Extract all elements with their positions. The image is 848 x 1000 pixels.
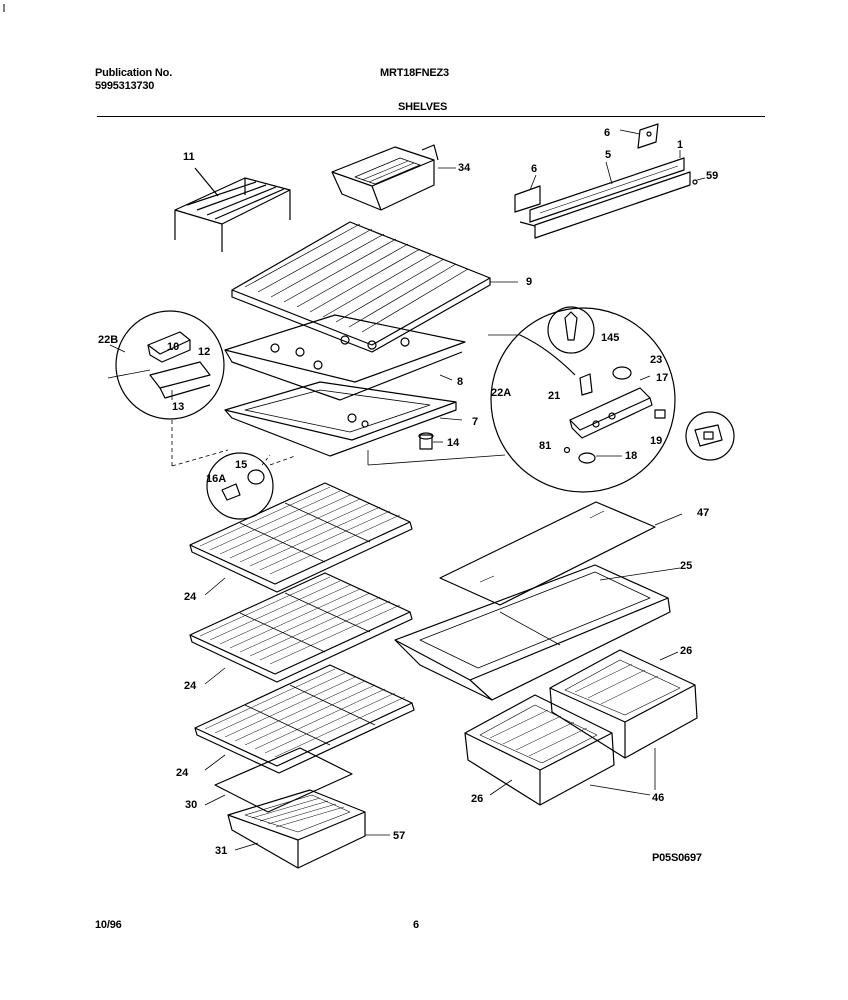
part-14-knob	[418, 432, 443, 450]
part-9-shelf	[231, 221, 518, 353]
label-part-5: 5	[605, 149, 612, 161]
label-part-25: 25	[680, 560, 693, 572]
part-34-tray	[331, 144, 456, 211]
label-part-21: 21	[548, 390, 561, 402]
label-part-11: 11	[183, 151, 195, 163]
label-part-19: 19	[650, 435, 663, 447]
part-31-drawer	[227, 789, 390, 869]
label-part-8: 8	[457, 376, 464, 388]
label-part-13: 13	[172, 401, 185, 413]
label-part-12: 12	[198, 346, 211, 358]
label-part-23: 23	[650, 354, 663, 366]
label-part-1: 1	[677, 139, 684, 151]
label-part-6-top: 6	[604, 127, 611, 139]
label-part-24-middle: 24	[184, 680, 197, 692]
label-part-15: 15	[235, 459, 248, 471]
footer-page-number: 6	[413, 919, 419, 931]
label-part-30: 30	[185, 799, 198, 811]
label-part-46: 46	[652, 792, 665, 804]
label-part-57: 57	[393, 830, 406, 842]
label-part-47: 47	[697, 507, 710, 519]
label-part-81: 81	[539, 440, 552, 452]
part-25-shelf-frame	[394, 564, 681, 701]
label-part-7: 7	[472, 416, 479, 428]
figure-code: P05S0697	[652, 852, 702, 864]
label-part-26-left: 26	[471, 793, 484, 805]
part-46-leader	[589, 748, 656, 796]
label-part-17: 17	[656, 372, 669, 384]
part-26-crisper-right	[549, 649, 698, 759]
part-5-trim-rail	[514, 123, 706, 239]
label-part-10: 10	[167, 341, 180, 353]
publication-label: Publication No.	[95, 67, 173, 79]
label-part-14: 14	[447, 437, 460, 449]
part-47-glass	[439, 501, 683, 606]
part-24-wire-shelf-3	[194, 664, 415, 774]
label-part-145: 145	[601, 332, 620, 344]
footer-date: 10/96	[95, 919, 122, 931]
label-part-24-bottom: 24	[176, 767, 189, 779]
label-part-22a: 22A	[491, 387, 512, 399]
label-part-9: 9	[526, 276, 533, 288]
label-part-59: 59	[706, 170, 719, 182]
connector-lines	[171, 420, 506, 467]
label-part-22b: 22B	[98, 334, 119, 346]
label-part-24-top: 24	[184, 591, 197, 603]
label-part-31: 31	[215, 845, 228, 857]
model-number: MRT18FNEZ3	[380, 67, 449, 79]
label-part-18: 18	[625, 450, 638, 462]
part-24-wire-shelf-2	[189, 572, 413, 685]
header-rule	[97, 116, 765, 117]
part-24-wire-shelf-1	[189, 482, 413, 596]
label-part-34: 34	[458, 162, 471, 174]
callout-circle-right	[488, 306, 676, 493]
callout-circle-left	[107, 310, 225, 420]
part-26-crisper-left	[464, 694, 615, 806]
section-title: SHELVES	[398, 101, 448, 113]
part-7-frame	[224, 381, 463, 457]
part-15-16a-clip	[206, 452, 274, 520]
part-8-panel	[224, 314, 466, 401]
part-30-glass-plate	[204, 747, 353, 813]
callout-circle-small	[685, 411, 735, 461]
label-part-16a: 16A	[206, 473, 227, 485]
label-part-26-right: 26	[680, 645, 693, 657]
publication-number: 5995313730	[95, 80, 155, 92]
part-11-wire-rack	[174, 167, 291, 252]
label-part-6-side: 6	[531, 163, 538, 175]
